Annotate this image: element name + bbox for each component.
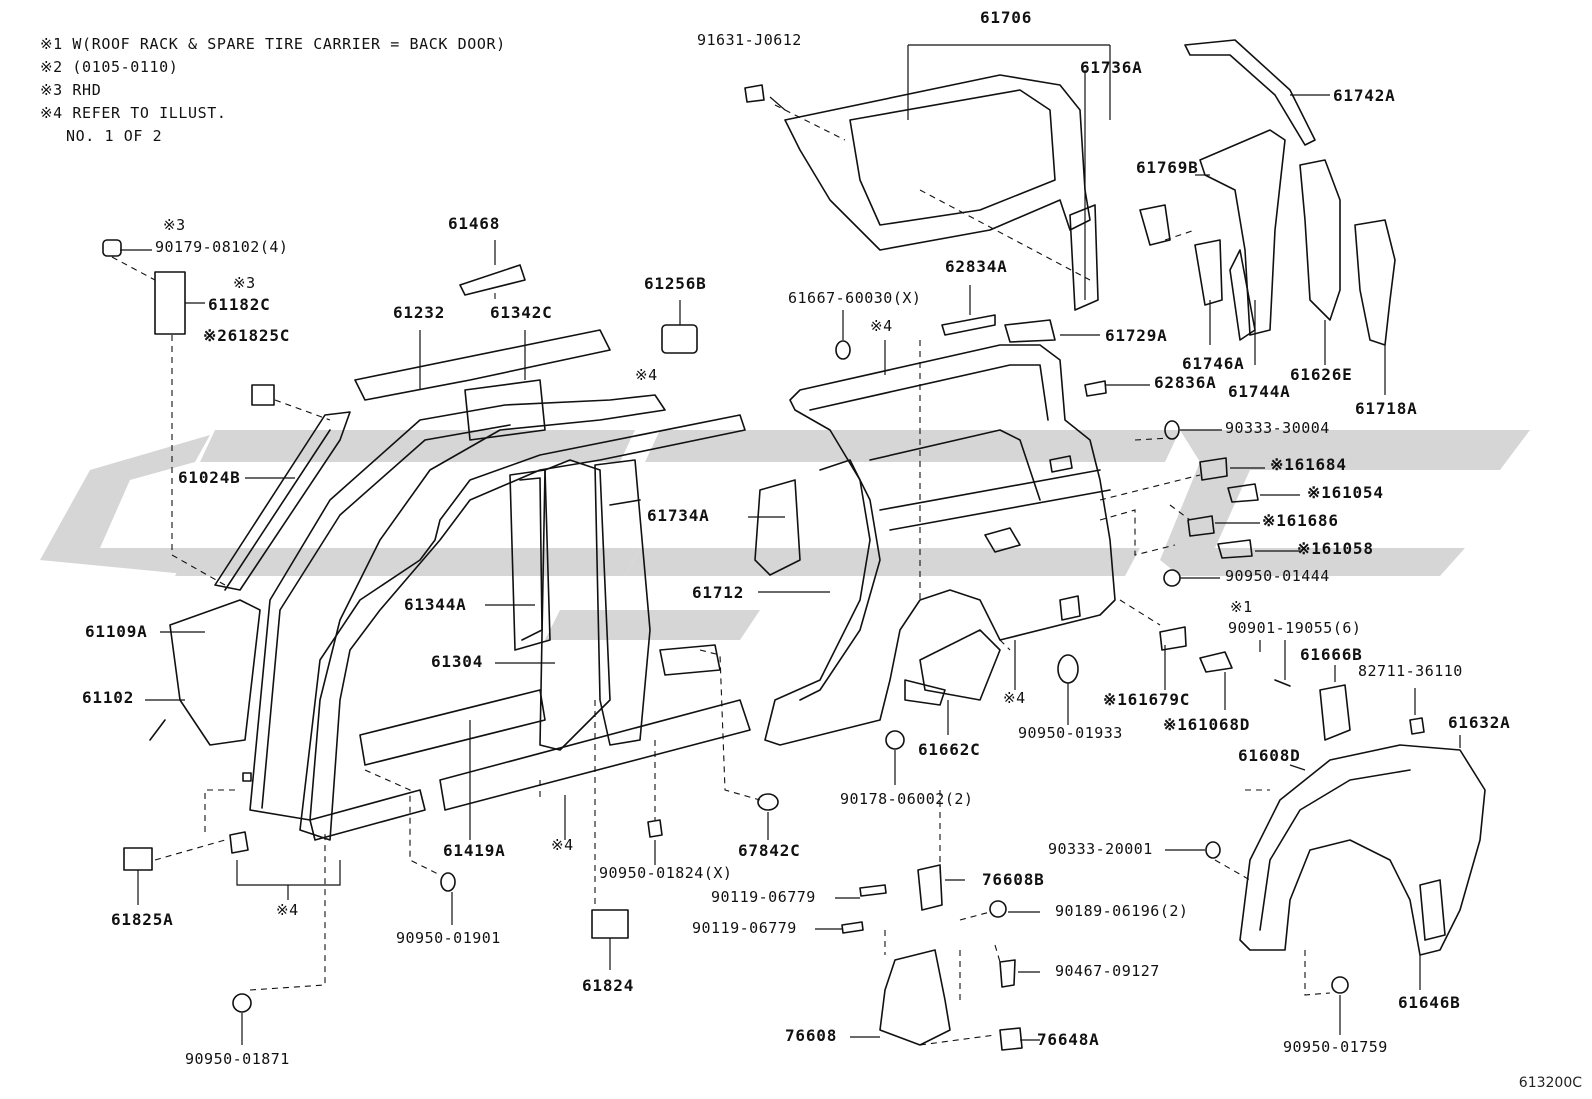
front-body-side-part <box>149 329 751 841</box>
part-label[interactable]: 61666B <box>1300 645 1363 664</box>
note-line-2: ※2 (0105-0110) <box>40 58 179 76</box>
part-label[interactable]: 90333-30004 <box>1225 419 1330 437</box>
part-label[interactable]: 61706 <box>980 8 1033 27</box>
note-marker: ※4 <box>1003 689 1026 707</box>
small-parts <box>102 84 1349 1051</box>
part-label[interactable]: ※161686 <box>1262 511 1339 530</box>
part-label[interactable]: 90950-01901 <box>396 929 501 947</box>
part-label[interactable]: 61102 <box>82 688 135 707</box>
rear-pillar-parts <box>1139 39 1396 346</box>
part-label[interactable]: 61304 <box>431 652 484 671</box>
part-label[interactable]: 90119-06779 <box>711 888 816 906</box>
part-label[interactable]: 90179-08102(4) <box>155 238 289 256</box>
note-marker: ※4 <box>635 366 658 384</box>
note-line-4: ※4 REFER TO ILLUST. <box>40 104 227 122</box>
part-label[interactable]: 61734A <box>647 506 710 525</box>
roof-side-upper-part <box>784 74 1099 311</box>
part-label[interactable]: 61109A <box>85 622 148 641</box>
part-label[interactable]: 62836A <box>1154 373 1217 392</box>
part-label[interactable]: 62834A <box>945 257 1008 276</box>
part-label[interactable]: 90950-01444 <box>1225 567 1330 585</box>
part-label[interactable]: 61344A <box>404 595 467 614</box>
note-marker: ※4 <box>276 901 299 919</box>
part-label[interactable]: 61736A <box>1080 58 1143 77</box>
rear-quarter-panel-part <box>754 344 1116 746</box>
leader-lines <box>120 44 1461 1045</box>
part-label[interactable]: 90178-06002(2) <box>840 790 974 808</box>
part-label[interactable]: 61024B <box>178 468 241 487</box>
part-label[interactable]: 91631-J0612 <box>697 31 802 49</box>
note-line-3: ※3 RHD <box>40 81 102 99</box>
part-label[interactable]: 61232 <box>393 303 446 322</box>
part-label[interactable]: ※161054 <box>1307 483 1384 502</box>
part-label[interactable]: 61342C <box>490 303 553 322</box>
part-label[interactable]: 61744A <box>1228 382 1291 401</box>
note-marker: ※4 <box>870 317 893 335</box>
part-label[interactable]: 61729A <box>1105 326 1168 345</box>
dashed-assembly-lines <box>111 104 1331 1046</box>
part-label[interactable]: 61468 <box>448 214 501 233</box>
part-label[interactable]: 61646B <box>1398 993 1461 1012</box>
diagram-code: 613200C <box>1518 1075 1582 1091</box>
note-line-5: NO. 1 OF 2 <box>66 127 163 145</box>
part-label[interactable]: 61632A <box>1448 713 1511 732</box>
part-label[interactable]: 90189-06196(2) <box>1055 902 1189 920</box>
note-marker: ※3 <box>233 274 256 292</box>
part-label[interactable]: 76608B <box>982 870 1045 889</box>
part-label[interactable]: ※161679C <box>1103 690 1191 709</box>
watermark-logo <box>40 430 1530 640</box>
part-label[interactable]: 90119-06779 <box>692 919 797 937</box>
part-label[interactable]: 67842C <box>738 841 801 860</box>
part-label[interactable]: 90901-19055(6) <box>1228 619 1362 637</box>
part-label[interactable]: 61825A <box>111 910 174 929</box>
part-label[interactable]: 61667-60030(X) <box>788 289 922 307</box>
part-label[interactable]: 61742A <box>1333 86 1396 105</box>
part-label[interactable]: 61712 <box>692 583 745 602</box>
note-line-1: ※1 W(ROOF RACK & SPARE TIRE CARRIER = BA… <box>40 35 506 53</box>
rear-wheel-house-part <box>1239 684 1486 956</box>
part-label[interactable]: 90950-01824(X) <box>599 864 733 882</box>
part-label[interactable]: 61718A <box>1355 399 1418 418</box>
mud-guard-part <box>879 679 951 1046</box>
note-marker: ※1 <box>1230 598 1253 616</box>
part-label[interactable]: 61769B <box>1136 158 1199 177</box>
part-label[interactable]: 76648A <box>1037 1030 1100 1049</box>
part-label[interactable]: 90333-20001 <box>1048 840 1153 858</box>
part-label[interactable]: 76608 <box>785 1026 838 1045</box>
part-label[interactable]: 90950-01933 <box>1018 724 1123 742</box>
note-marker: ※3 <box>163 216 186 234</box>
part-label[interactable]: ※161684 <box>1270 455 1347 474</box>
part-label[interactable]: ※161068D <box>1163 715 1251 734</box>
part-label[interactable]: 61419A <box>443 841 506 860</box>
part-label[interactable]: 61608D <box>1238 746 1301 765</box>
note-marker: ※4 <box>551 836 574 854</box>
part-label[interactable]: ※161058 <box>1297 539 1374 558</box>
part-label[interactable]: 90467-09127 <box>1055 962 1160 980</box>
part-label[interactable]: 61662C <box>918 740 981 759</box>
part-label[interactable]: 90950-01871 <box>185 1050 290 1068</box>
part-label[interactable]: 90950-01759 <box>1283 1038 1388 1056</box>
part-label[interactable]: 82711-36110 <box>1358 662 1463 680</box>
part-label[interactable]: 61256B <box>644 274 707 293</box>
part-label[interactable]: ※261825C <box>203 326 291 345</box>
part-label[interactable]: 61746A <box>1182 354 1245 373</box>
part-label[interactable]: 61182C <box>208 295 271 314</box>
part-label[interactable]: 61626E <box>1290 365 1353 384</box>
part-label[interactable]: 61824 <box>582 976 635 995</box>
